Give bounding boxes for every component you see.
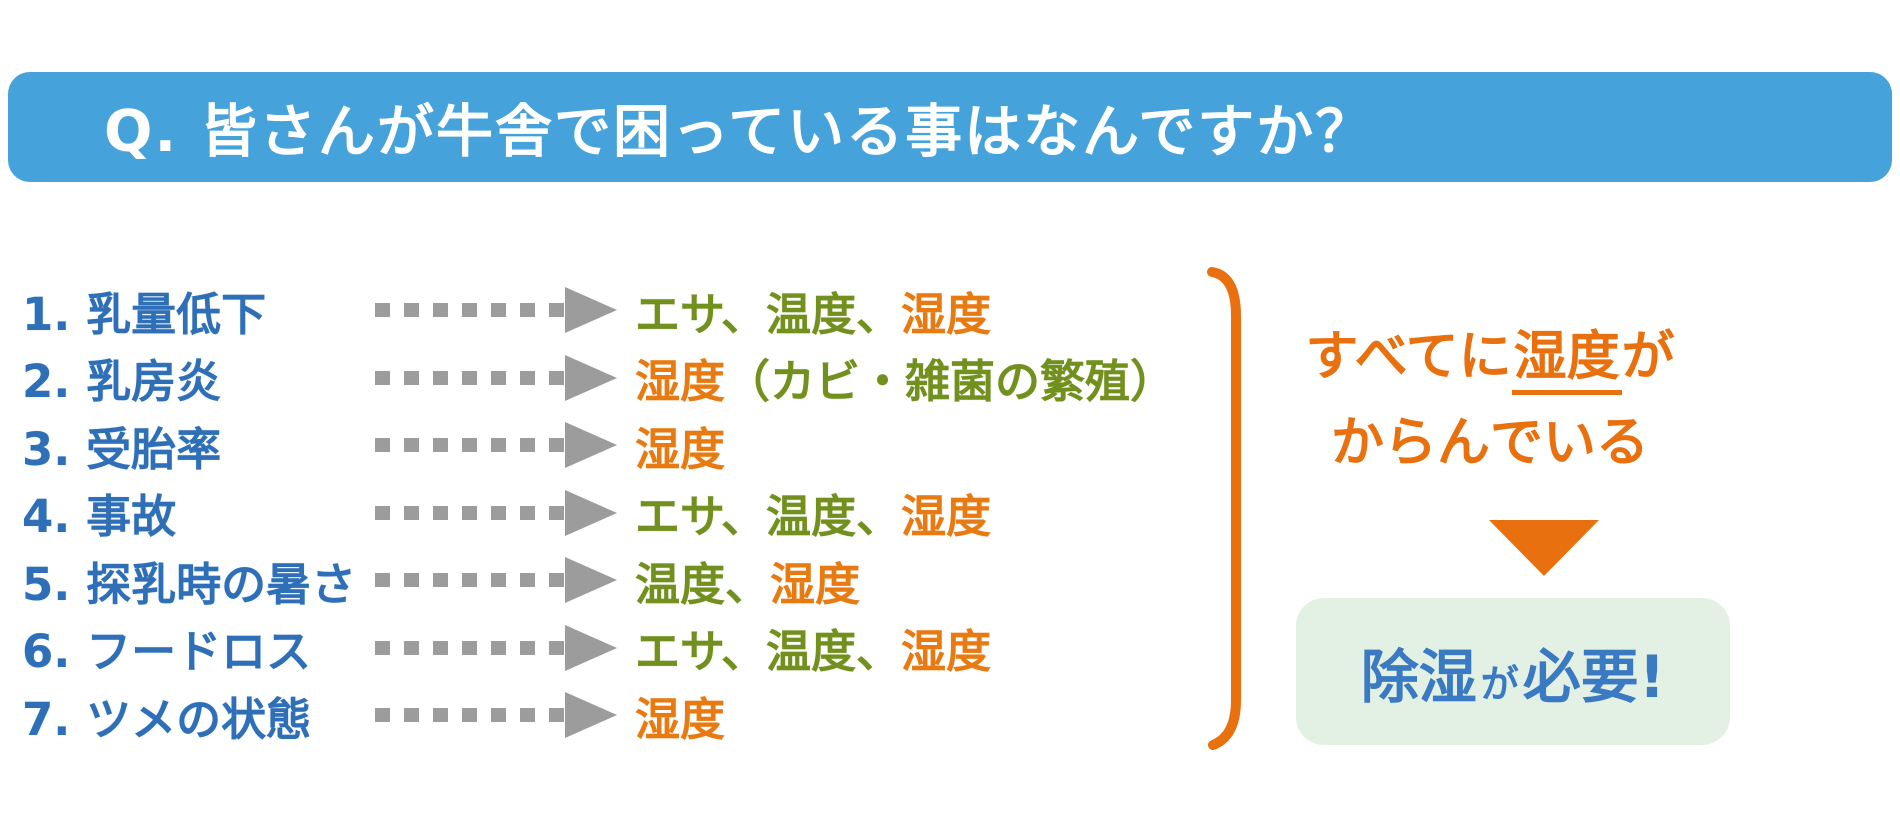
factor-segment: エサ、温度、 — [635, 490, 901, 543]
problem-row: 1. 乳量低下 エサ、温度、湿度 — [22, 277, 1202, 343]
factor-list: 温度、湿度 — [635, 548, 860, 613]
arrow-dashes — [375, 640, 565, 655]
factor-list: 湿度（カビ・雑菌の繁殖） — [635, 345, 1175, 410]
arrow-dashes — [375, 505, 565, 520]
down-arrow-icon — [1489, 520, 1599, 576]
question-banner: Q. 皆さんが牛舎で困っている事はなんですか？ — [8, 72, 1892, 182]
factor-segment: 湿度 — [770, 557, 861, 611]
factor-segment: エサ、温度、 — [635, 287, 901, 341]
arrow-dashes — [375, 573, 565, 587]
arrow-head — [565, 557, 617, 603]
dashed-arrow-icon — [375, 489, 617, 536]
conclusion-line1-post: が — [1621, 326, 1675, 387]
problem-row: 7. ツメの状態 湿度 — [22, 682, 1202, 748]
factor-list: 湿度 — [635, 683, 725, 748]
arrow-head — [565, 287, 617, 333]
conclusion-line1-pre: すべてに — [1305, 326, 1512, 387]
box-text-necessary: 必要! — [1522, 642, 1666, 711]
box-text-particle: が — [1480, 661, 1519, 706]
arrow-head — [565, 489, 617, 536]
factor-list: エサ、温度、湿度 — [635, 615, 991, 680]
factor-segment: 湿度 — [900, 490, 991, 543]
dashed-arrow-icon — [375, 422, 617, 468]
factor-segment: 湿度 — [900, 625, 991, 678]
conclusion-box: 除湿が必要! — [1296, 598, 1730, 745]
problem-label: 1. 乳量低下 — [22, 287, 267, 341]
factor-segment: 湿度 — [635, 355, 726, 408]
problem-label: 2. 乳房炎 — [22, 355, 222, 408]
arrow-dashes — [375, 708, 565, 722]
dashed-arrow-icon — [375, 557, 617, 603]
problem-row: 3. 受胎率 湿度 — [22, 412, 1202, 478]
factor-list: 湿度 — [635, 413, 725, 478]
dashed-arrow-icon — [375, 354, 617, 401]
arrow-head — [565, 624, 617, 671]
grouping-bracket-icon — [1207, 267, 1241, 750]
factor-segment: エサ、温度、 — [635, 625, 901, 678]
arrow-head — [565, 354, 617, 401]
factor-list: エサ、温度、湿度 — [635, 278, 991, 343]
conclusion-text: すべてに湿度が からんでいる — [1252, 314, 1728, 486]
problem-label: 4. 事故 — [22, 490, 177, 543]
problem-row: 2. 乳房炎 湿度（カビ・雑菌の繁殖） — [22, 345, 1202, 411]
problem-label: 5. 探乳時の暑さ — [22, 557, 357, 611]
dashed-arrow-icon — [375, 287, 617, 333]
arrow-head — [565, 692, 617, 738]
factor-segment: 湿度 — [635, 422, 726, 476]
conclusion-box-text: 除湿が必要! — [1361, 630, 1665, 714]
dashed-arrow-icon — [375, 624, 617, 671]
dashed-arrow-icon — [375, 692, 617, 738]
problem-row: 4. 事故 エサ、温度、湿度 — [22, 480, 1202, 546]
arrow-head — [565, 422, 617, 468]
factor-segment: （カビ・雑菌の繁殖） — [725, 355, 1176, 408]
problem-row: 6. フードロス エサ、温度、湿度 — [22, 615, 1202, 681]
problem-label: 7. ツメの状態 — [22, 692, 312, 746]
question-title: Q. 皆さんが牛舎で困っている事はなんですか？ — [104, 99, 1375, 165]
conclusion-line-2: からんでいる — [1331, 412, 1649, 473]
box-text-dehumidify: 除湿 — [1360, 642, 1477, 711]
problem-label: 3. 受胎率 — [22, 422, 222, 476]
factor-segment: 湿度 — [900, 287, 991, 341]
arrow-dashes — [375, 438, 565, 452]
conclusion-line-1: すべてに湿度が — [1252, 314, 1728, 400]
problem-label: 6. フードロス — [22, 625, 312, 678]
arrow-dashes — [375, 370, 565, 385]
humidity-underlined: 湿度 — [1511, 326, 1622, 395]
problem-row: 5. 探乳時の暑さ 温度、湿度 — [22, 547, 1202, 613]
arrow-dashes — [375, 303, 565, 317]
factor-list: エサ、温度、湿度 — [635, 480, 991, 545]
factor-segment: 温度、 — [635, 557, 771, 611]
factor-segment: 湿度 — [635, 692, 726, 746]
